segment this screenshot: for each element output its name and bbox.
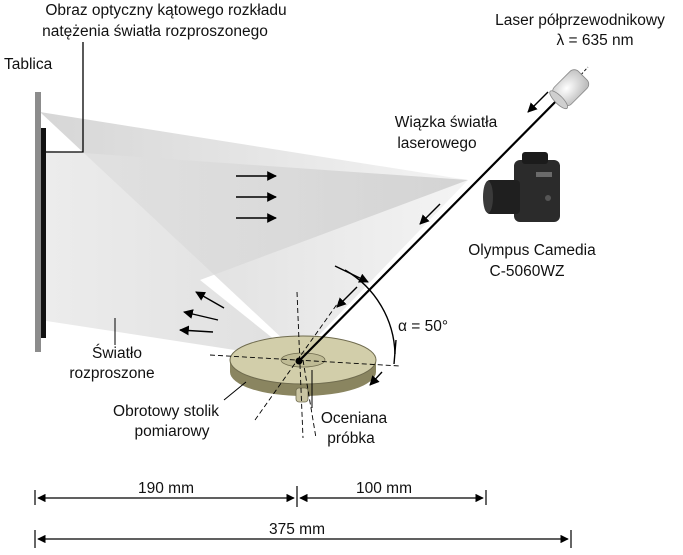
transmitted-light-arrows xyxy=(236,171,277,223)
camera-icon xyxy=(483,152,560,222)
beam-label-line1: Wiązka światła xyxy=(395,114,498,131)
angle-indicator xyxy=(334,265,397,386)
scattered-light-arrows xyxy=(179,291,225,336)
board-image-title-line2: natężenia światła rozproszonego xyxy=(42,23,268,40)
table-label-line1: Obrotowy stolik xyxy=(113,403,219,420)
board-label: Tablica xyxy=(4,56,53,73)
dimension-left: 190 mm xyxy=(138,480,194,497)
laser-label-line2: λ = 635 nm xyxy=(556,32,633,49)
turntable xyxy=(229,335,377,403)
angle-label: α = 50° xyxy=(398,318,448,335)
board-image-leader xyxy=(46,42,84,153)
board xyxy=(35,92,46,352)
table-label-line2: pomiarowy xyxy=(135,423,210,440)
camera-label-line2: C-5060WZ xyxy=(490,263,565,280)
dimension-total: 375 mm xyxy=(269,521,325,538)
sample-label-line1: Oceniana xyxy=(321,410,388,427)
beam-label-line2: laserowego xyxy=(397,135,476,152)
dimension-lines xyxy=(34,486,572,548)
laser-label-line1: Laser półprzewodnikowy xyxy=(495,12,665,29)
beam-direction-arrows xyxy=(336,91,549,308)
scatter-label-line1: Światło xyxy=(92,344,142,362)
scatter-label-line2: rozproszone xyxy=(69,365,154,382)
table-leader xyxy=(223,381,247,401)
sample-label-line2: próbka xyxy=(327,430,375,447)
dimension-right: 100 mm xyxy=(356,480,412,497)
camera-label-line1: Olympus Camedia xyxy=(468,242,596,259)
board-image-title-line1: Obraz optyczny kątowego rozkładu xyxy=(45,2,286,19)
scattered-light-cone xyxy=(40,150,468,360)
laser-device xyxy=(549,69,590,110)
